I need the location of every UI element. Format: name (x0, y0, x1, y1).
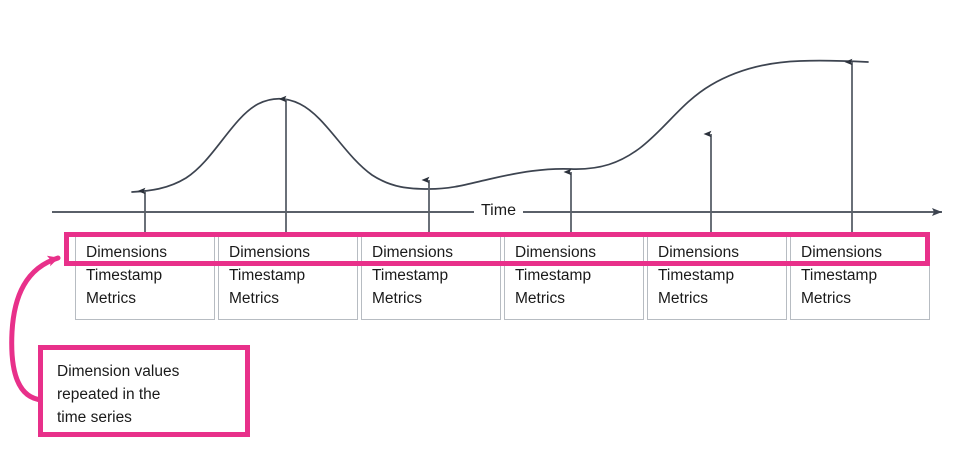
data-point-metrics: Metrics (801, 290, 851, 307)
data-point-timestamp: Timestamp (86, 267, 163, 284)
data-point-metrics: Metrics (658, 290, 708, 307)
data-point-dimensions: Dimensions (229, 244, 310, 261)
data-point-timestamp: Timestamp (801, 267, 878, 284)
data-point-metrics: Metrics (372, 290, 422, 307)
callout-line-2: repeated in the (57, 386, 161, 403)
data-point-timestamp: Timestamp (515, 267, 592, 284)
data-point-dimensions: Dimensions (372, 244, 453, 261)
callout-connector-arrow (9, 255, 61, 403)
data-point-dimensions: Dimensions (86, 244, 167, 261)
data-point-box: Dimensions Timestamp Metrics (504, 236, 644, 320)
data-point-box: Dimensions Timestamp Metrics (218, 236, 358, 320)
data-point-metrics: Metrics (515, 290, 565, 307)
data-point-timestamp: Timestamp (229, 267, 306, 284)
time-axis-label: Time (474, 201, 523, 221)
data-point-timestamp: Timestamp (372, 267, 449, 284)
data-point-dimensions: Dimensions (658, 244, 739, 261)
data-point-box: Dimensions Timestamp Metrics (647, 236, 787, 320)
sample-point-arrows (145, 62, 853, 236)
data-point-metrics: Metrics (229, 290, 279, 307)
data-point-box: Dimensions Timestamp Metrics (790, 236, 930, 320)
data-point-dimensions: Dimensions (801, 244, 882, 261)
callout-annotation: Dimension values repeated in the time se… (38, 345, 250, 437)
data-point-box: Dimensions Timestamp Metrics (361, 236, 501, 320)
data-point-metrics: Metrics (86, 290, 136, 307)
data-point-dimensions: Dimensions (515, 244, 596, 261)
callout-line-3: time series (57, 409, 132, 426)
time-series-curve (131, 59, 869, 193)
data-point-box: Dimensions Timestamp Metrics (75, 236, 215, 320)
data-point-timestamp: Timestamp (658, 267, 735, 284)
callout-line-1: Dimension values (57, 363, 180, 380)
